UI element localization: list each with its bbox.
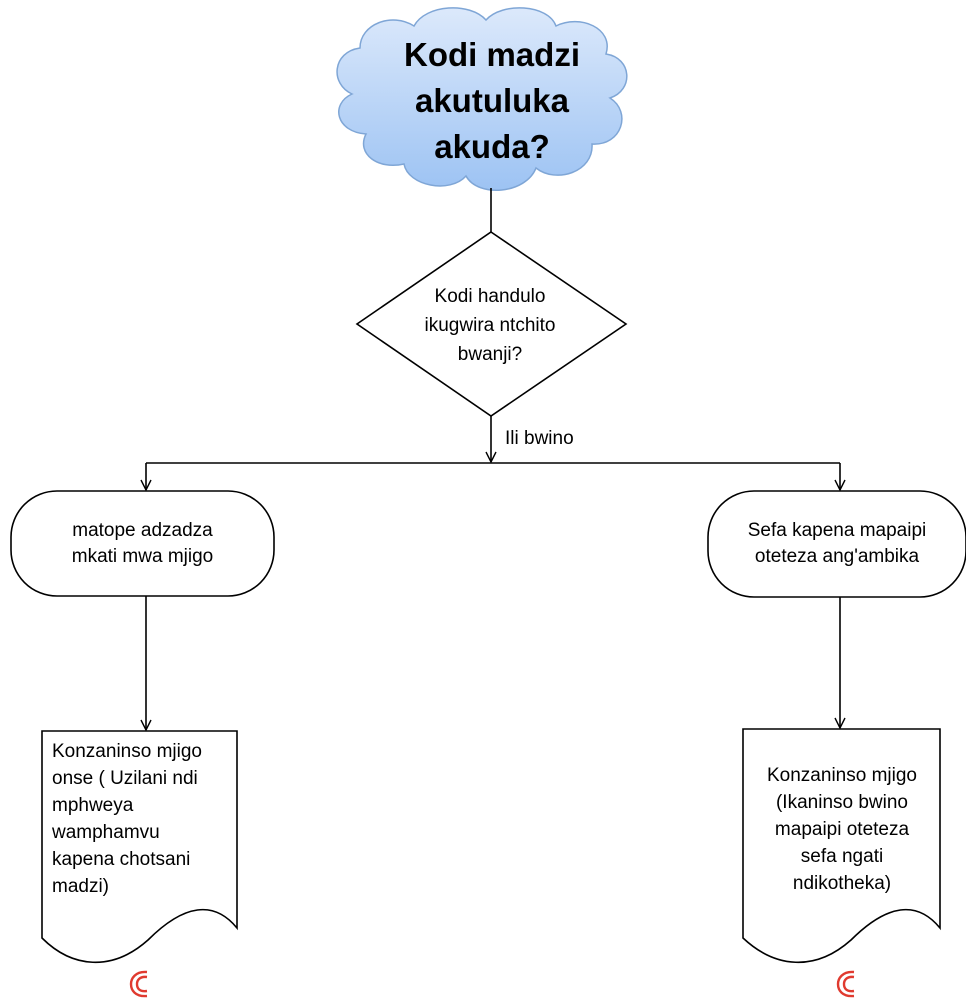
cause-line: matope adzadza [72,520,213,541]
decision-line: Kodi handulo [434,286,546,307]
action-document-right [742,728,941,964]
start-line: akuda? [434,128,550,165]
cause-line: Sefa kapena mapaipi [747,520,927,541]
start-line: akutuluka [414,82,570,119]
action-line: mphweya [52,795,134,816]
cause-box-left [10,490,275,597]
cause-text-right: Sefa kapena mapaipi oteteza ang'ambika [712,518,962,570]
action-line: kapena chotsani [52,849,191,870]
decision-line: ikugwira ntchito [424,315,556,336]
decision-line: bwanji? [457,344,523,365]
action-line: (Ikaninso bwino [775,792,909,813]
action-document-left [41,730,238,964]
decision-question: Kodi handulo ikugwira ntchito bwanji? [400,282,580,369]
action-line: Konzaninso mjigo [52,741,202,762]
action-line: Konzaninso mjigo [767,765,917,786]
action-line: madzi) [52,876,110,897]
start-question: Kodi madzi akutuluka akuda? [372,32,612,170]
cause-box-right [707,490,966,598]
action-text-right: Konzaninso mjigo (Ikaninso bwino mapaipi… [746,762,938,897]
action-line: mapaipi oteteza [774,819,910,840]
cause-line: mkati mwa mjigo [71,546,214,567]
action-text-left: Konzaninso mjigo onse ( Uzilani ndi mphw… [52,738,236,900]
edge-label-ok: Ili bwino [505,428,574,449]
action-line: onse ( Uzilani ndi [52,768,198,789]
action-line: sefa ngati [800,846,884,867]
start-cloud [336,7,628,192]
action-line: wamphamvu [52,822,160,843]
cause-text-left: matope adzadza mkati mwa mjigo [20,518,265,570]
copyright-c-icon [129,970,148,998]
start-line: Kodi madzi [403,36,580,73]
copyright-c-icon [836,970,855,998]
cause-line: oteteza ang'ambika [754,546,920,567]
action-line: ndikotheka) [792,873,892,894]
